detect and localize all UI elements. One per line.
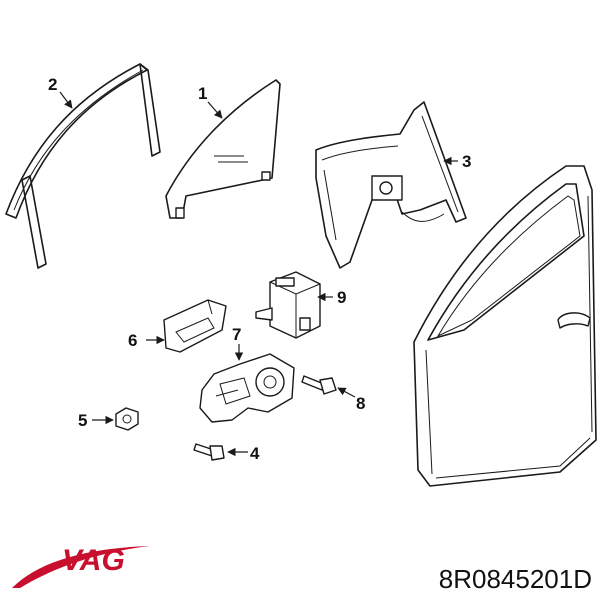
part-bolt-4 bbox=[193, 443, 225, 461]
callout-4: 4 bbox=[250, 444, 260, 463]
part-nut-5 bbox=[115, 407, 139, 431]
callout-6: 6 bbox=[128, 331, 137, 350]
part-bracket bbox=[163, 299, 227, 353]
callout-3: 3 bbox=[462, 152, 471, 171]
logo-swoosh-icon bbox=[12, 546, 150, 588]
part-window-glass bbox=[165, 79, 281, 219]
part-bolt-8 bbox=[301, 375, 337, 395]
part-number: 8R0845201D bbox=[439, 564, 592, 594]
callout-1: 1 bbox=[198, 84, 207, 103]
part-window-regulator bbox=[315, 101, 467, 269]
callout-8: 8 bbox=[356, 394, 365, 413]
part-door-shell bbox=[413, 165, 597, 487]
callout-7: 7 bbox=[232, 325, 241, 344]
callout-5: 5 bbox=[78, 411, 87, 430]
callout-9: 9 bbox=[337, 288, 346, 307]
leader-lines bbox=[59, 91, 458, 457]
callout-2: 2 bbox=[48, 75, 57, 94]
part-control-unit bbox=[255, 271, 321, 339]
brand-name: VAG bbox=[62, 544, 125, 577]
part-window-channel bbox=[5, 63, 161, 269]
part-window-motor bbox=[199, 353, 295, 423]
vag-logo: VAG bbox=[12, 544, 150, 588]
